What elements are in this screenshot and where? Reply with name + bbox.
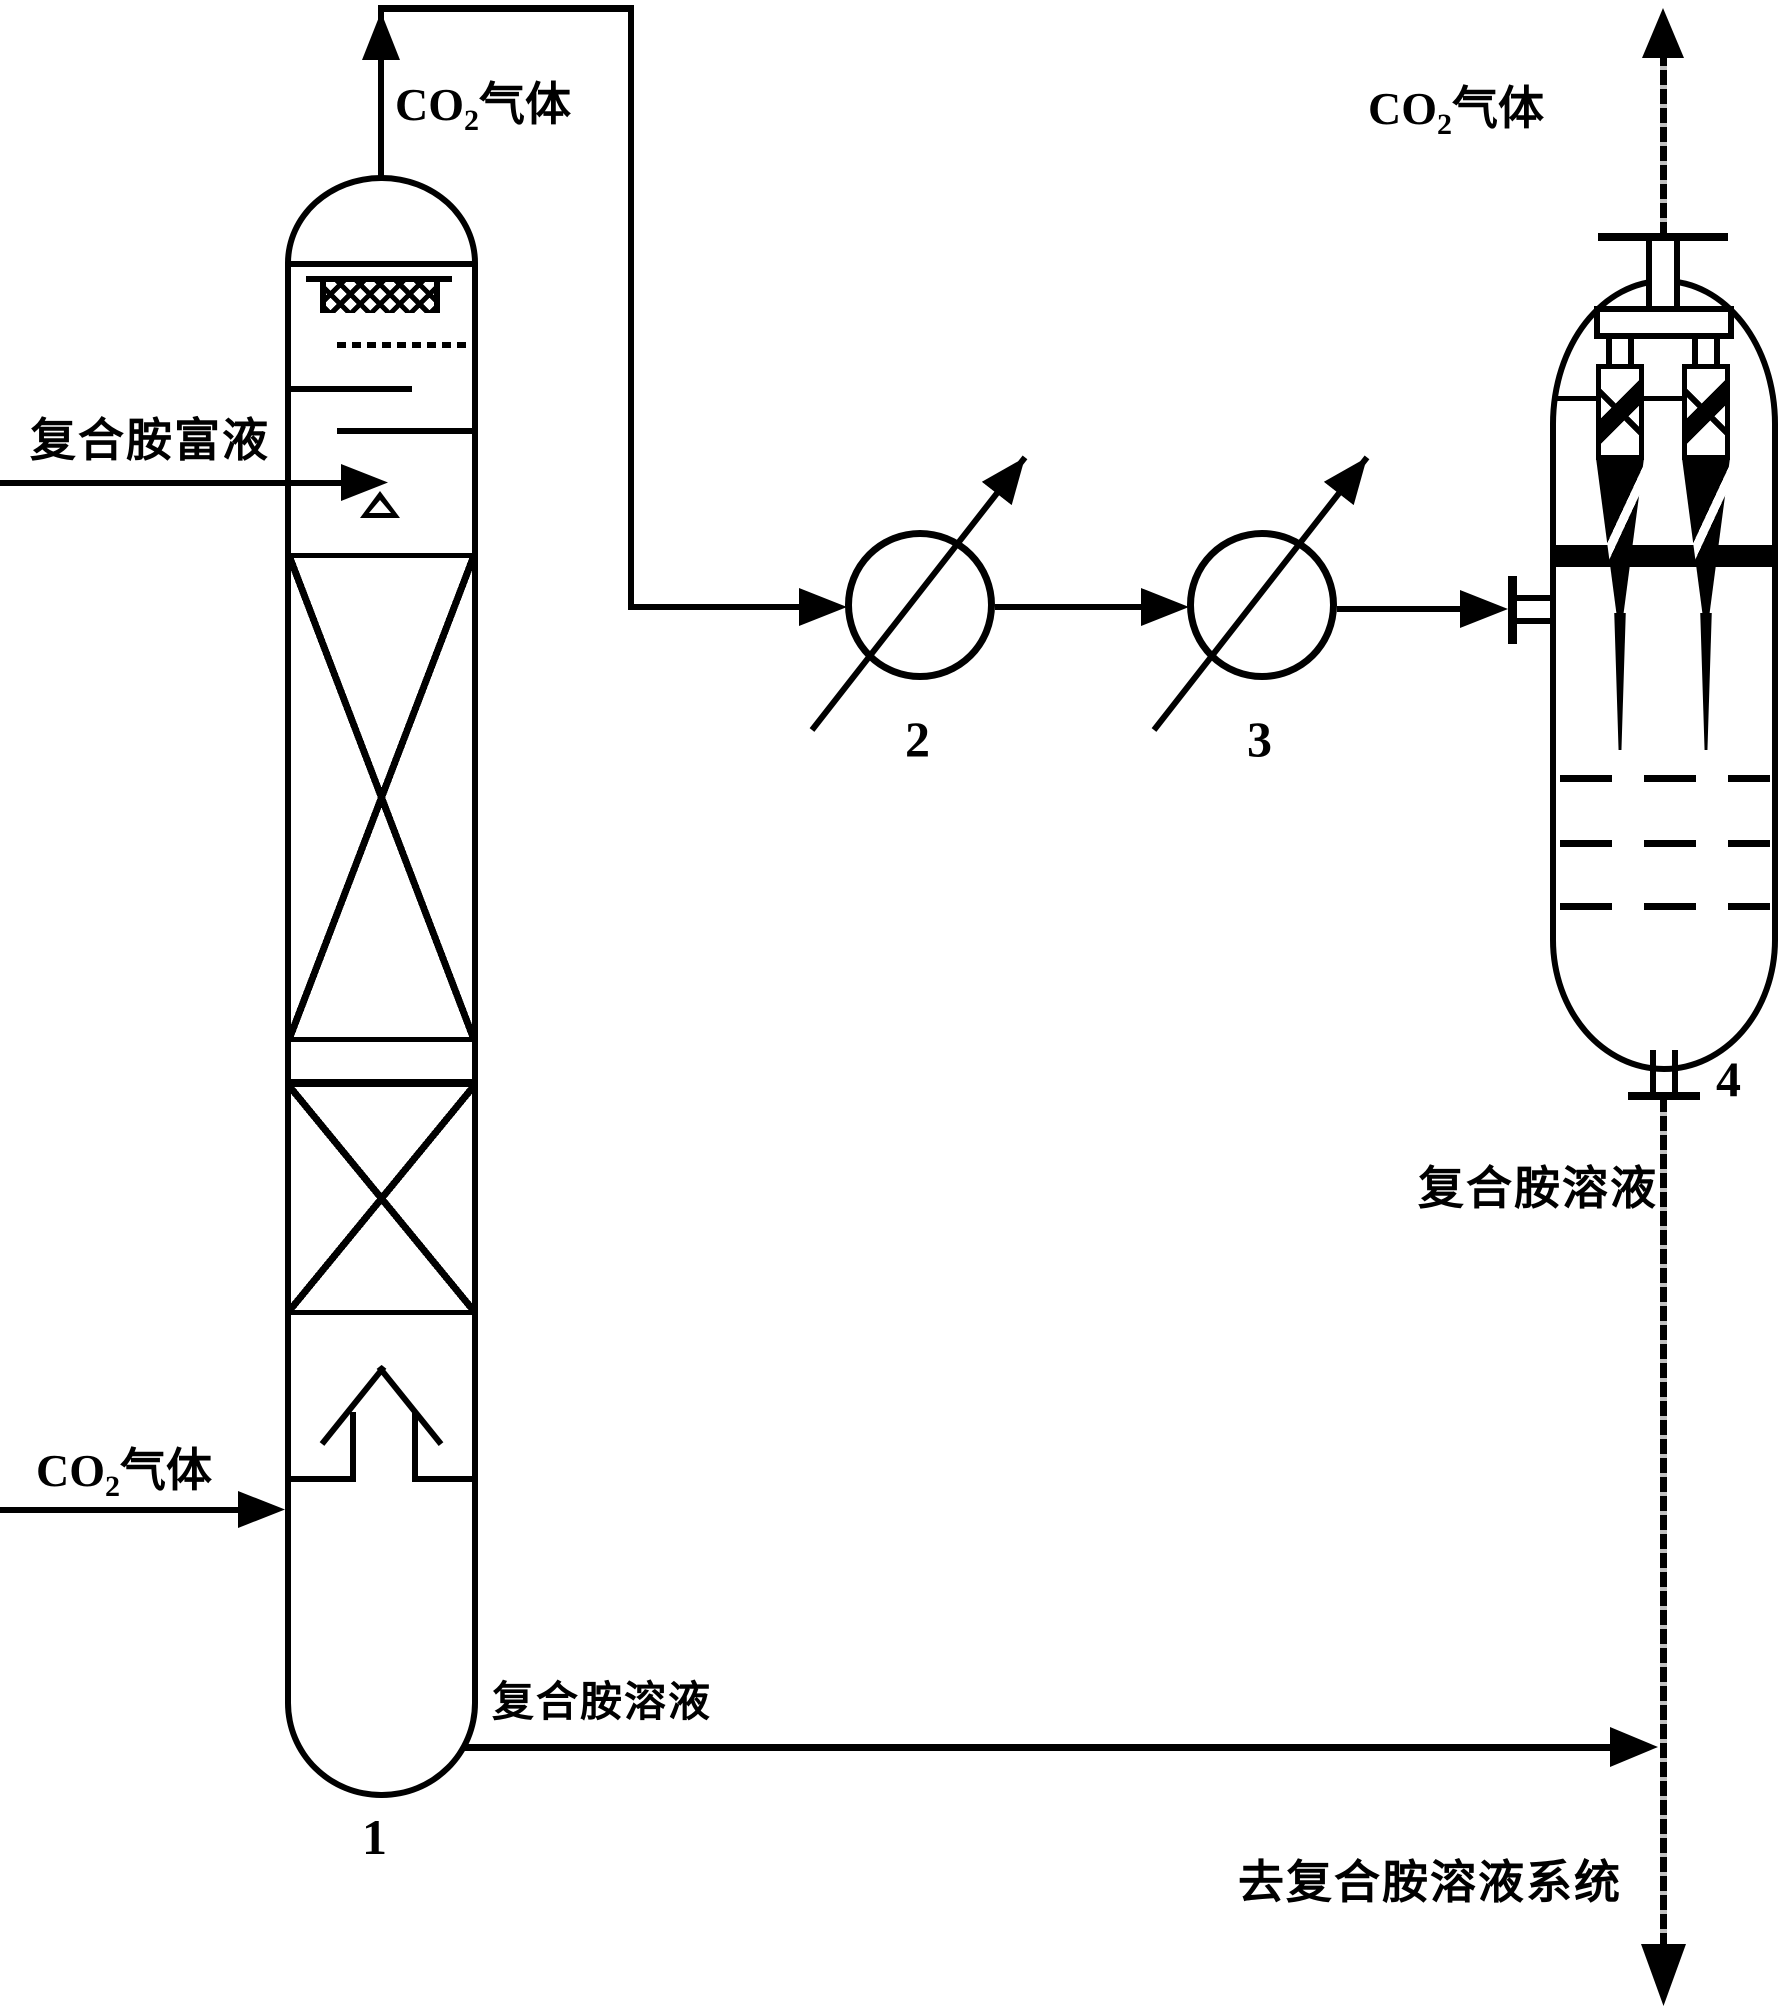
cyclone-tail-left <box>1614 613 1626 750</box>
separator-top-flange <box>1598 233 1728 241</box>
tray-line-middle <box>288 386 412 392</box>
run-between-heaters <box>995 604 1142 610</box>
overhead-pipe-top-run <box>378 5 634 12</box>
co2-text: CO <box>1368 83 1437 134</box>
co2-text: CO <box>36 1445 105 1496</box>
heater-a-diagonal <box>809 456 1028 732</box>
heater-b-diagonal <box>1151 456 1370 732</box>
rich-amine-feed-line <box>0 480 343 486</box>
distributor-channel-right <box>412 1412 418 1482</box>
liquid-level-dash-2 <box>1560 840 1770 847</box>
separator-pipe-gap <box>1652 241 1674 309</box>
heater-a-inlet-arrowhead <box>799 588 847 626</box>
lean-solution-right-label: 复合胺溶液 <box>1418 1163 1658 1214</box>
co2-text: CO <box>395 79 464 130</box>
separator-drain-line <box>1660 1100 1667 1948</box>
separator-bottom-pipe-left <box>1650 1050 1656 1092</box>
heater-b-number: 3 <box>1247 711 1272 767</box>
distributor-base-right <box>412 1476 476 1482</box>
co2-up-arrowhead-left <box>362 12 400 60</box>
separator-bottom-flange <box>1628 1092 1700 1100</box>
run-to-heater-a <box>628 604 800 610</box>
liquid-level-dash-1 <box>1560 775 1770 782</box>
co2-feed-arrowhead <box>238 1491 285 1528</box>
separator-inlet-stub <box>1517 595 1553 624</box>
column-top-pipe <box>378 10 384 178</box>
separator-inlet-arrowhead <box>1460 590 1508 628</box>
tube-sheet <box>1556 545 1772 567</box>
drain-down-arrowhead <box>1641 1944 1686 2006</box>
heater-a-number: 2 <box>905 711 930 767</box>
cyclone-header <box>1594 306 1734 339</box>
packing-bed-lower <box>285 1082 478 1315</box>
lean-solution-bottom-label: 复合胺溶液 <box>492 1680 713 1726</box>
distributor-base-left <box>288 1476 354 1482</box>
heater-b-inlet-arrowhead <box>1141 588 1189 626</box>
cyclone-body-right <box>1682 364 1730 460</box>
bottoms-line-arrowhead <box>1610 1727 1658 1767</box>
co2-subscript: 2 <box>464 104 479 138</box>
gas-text: 气体 <box>1452 83 1544 134</box>
liquid-level-dash-3 <box>1560 903 1770 910</box>
co2-subscript: 2 <box>1437 108 1452 142</box>
separator-pipe-wall-left <box>1646 241 1652 309</box>
bottoms-line <box>462 1744 1612 1751</box>
gas-text: 气体 <box>120 1445 212 1496</box>
co2-gas-label-feed: CO2气体 <box>36 1434 212 1504</box>
separator-overhead-pipe <box>1660 55 1667 237</box>
distributor-channel-left <box>350 1412 356 1482</box>
co2-gas-label-top-left: CO2气体 <box>395 68 571 138</box>
co2-up-arrowhead-right <box>1642 8 1684 58</box>
cyclone-body-left <box>1596 364 1644 460</box>
to-solution-system-label: 去复合胺溶液系统 <box>1238 1857 1622 1908</box>
heater-a-diagonal-arrowhead <box>982 446 1040 506</box>
rich-amine-feed-label: 复合胺富液 <box>30 415 270 466</box>
tray-line-upper <box>337 342 476 348</box>
column-dome-seam <box>288 261 475 267</box>
cyclone-tick-right <box>1644 396 1682 401</box>
demister-mesh <box>320 282 440 313</box>
co2-feed-line <box>0 1507 240 1513</box>
run-to-separator <box>1337 606 1462 612</box>
separator-inlet-flange <box>1508 576 1517 644</box>
cyclone-tail-right <box>1700 613 1712 750</box>
separator-pipe-wall-right <box>1674 241 1680 309</box>
separator-number: 4 <box>1716 1051 1741 1107</box>
tray-line-lower <box>337 428 476 434</box>
overhead-pipe-down-run <box>628 5 634 607</box>
heater-b-diagonal-arrowhead <box>1324 446 1382 506</box>
separator-bottom-pipe-right <box>1672 1050 1678 1092</box>
gas-text: 气体 <box>479 79 571 130</box>
cyclone-stem-right <box>1692 337 1720 366</box>
separator-shell <box>1550 278 1778 1072</box>
co2-gas-label-top-right: CO2气体 <box>1368 72 1544 142</box>
stripper-column-number: 1 <box>362 1809 387 1865</box>
demister-support-line <box>306 276 452 282</box>
cyclone-stem-left <box>1606 337 1634 366</box>
packing-bed-upper <box>285 553 478 1042</box>
cyclone-tick-left <box>1556 396 1596 401</box>
co2-subscript: 2 <box>105 1470 120 1504</box>
